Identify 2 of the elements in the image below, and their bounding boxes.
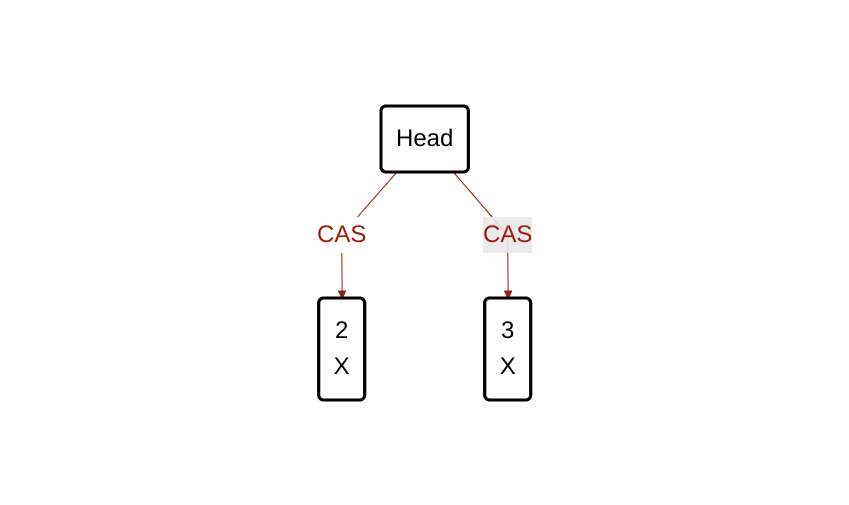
edge-label: CAS (482, 220, 532, 248)
edge-label: CAS (316, 220, 366, 248)
